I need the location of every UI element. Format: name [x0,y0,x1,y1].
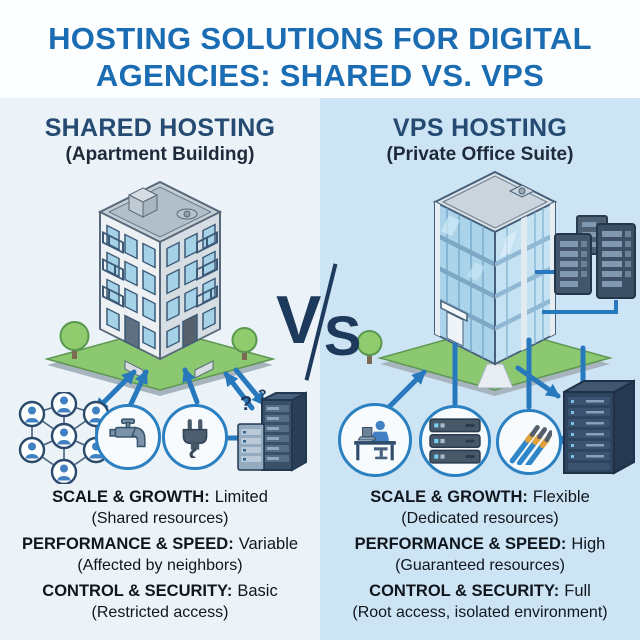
feature-performance-speed: PERFORMANCE & SPEED:Variable [21,535,299,553]
feature-control-security: CONTROL & SECURITY:Full [369,582,591,600]
server-stack-glyph [429,418,481,464]
feature-performance-speed-note: (Guaranteed resources) [395,557,565,574]
dedicated-server-stack-icon [419,405,491,477]
glass-right-face [494,200,556,366]
page-title: HOSTING SOLUTIONS FOR DIGITAL AGENCIES: … [0,0,640,94]
server-tower [261,391,307,472]
tree-icon [59,321,258,360]
developer-workstation-icon [338,403,412,477]
feature-control-security-note: (Restricted access) [91,604,229,621]
feature-control-security: CONTROL & SECURITY:Basic [42,582,278,600]
vs-badge: V S [272,262,368,384]
vps-hosting-subtitle: (Private Office Suite) [386,144,574,165]
entrance-canopy [440,299,468,323]
server-front-unit [237,423,265,471]
roof-structures [127,187,198,220]
door [124,314,140,350]
question-mark: ? [240,393,252,415]
header: HOSTING SOLUTIONS FOR DIGITAL AGENCIES: … [0,0,640,98]
vps-hosting-features: SCALE & GROWTH:Flexible (Dedicated resou… [320,486,640,627]
cables-glyph [509,425,552,465]
overloaded-server-icon: ? ? [237,386,307,472]
feature-scale-growth: SCALE & GROWTH:Limited [52,488,268,506]
shared-hosting-features: SCALE & GROWTH:Limited (Shared resources… [0,486,320,627]
faucet-glyph [109,418,146,448]
power-plug-icon [162,404,228,470]
feature-control-security-note: (Root access, isolated environment) [352,604,608,621]
shared-hosting-title: SHARED HOSTING [44,114,276,142]
building-right-face [159,210,221,361]
water-faucet-icon [95,404,161,470]
roof-vent [508,184,536,198]
balcony-rails [102,230,124,308]
vs-letter-v: V [276,282,322,358]
building-left-face [99,210,161,361]
isolated-server-rack-icon [563,379,635,475]
page-title-line1: HOSTING SOLUTIONS FOR DIGITAL [48,21,592,56]
tree-icon [356,330,383,364]
page-title-line2: AGENCIES: SHARED VS. VPS [95,58,545,93]
mini-server-towers-icon [554,215,636,299]
walkway [476,363,514,389]
feature-performance-speed-note: (Affected by neighbors) [77,557,243,574]
entrance-door [446,311,464,347]
shared-hosting-subtitle: (Apartment Building) [65,144,255,165]
door [182,313,198,349]
server-connector-lines [535,270,618,314]
glass-left-face [434,200,496,366]
plug-glyph [182,419,208,458]
feature-scale-growth-note: (Dedicated resources) [401,510,559,527]
feature-scale-growth: SCALE & GROWTH:Flexible [370,488,590,506]
network-cables-icon [496,409,562,475]
vs-letter-s: S [324,304,362,367]
feature-scale-growth-note: (Shared resources) [91,510,229,527]
feature-performance-speed: PERFORMANCE & SPEED:High [354,535,606,553]
workstation-glyph [354,420,396,461]
office-building-illustration [356,170,636,396]
apartment-building-illustration [45,180,275,396]
balcony-rails [196,231,218,309]
vps-hosting-title: VPS HOSTING [392,114,568,142]
